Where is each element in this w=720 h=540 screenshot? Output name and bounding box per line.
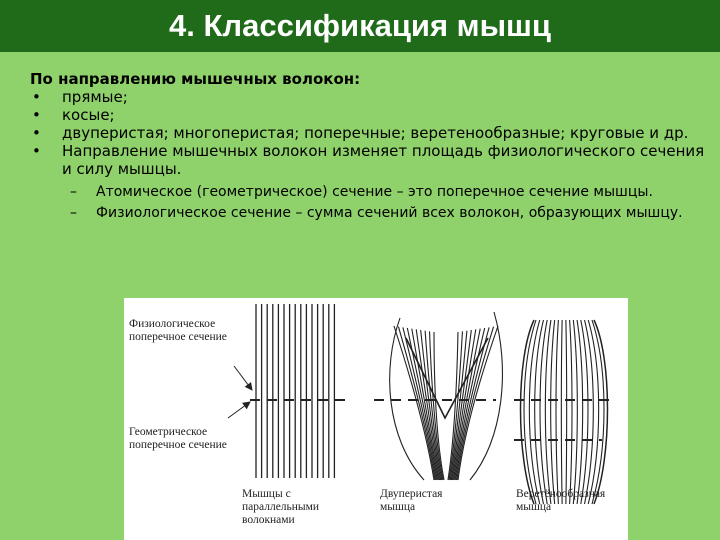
arrow-geom — [227, 401, 251, 419]
fusiform-fiber — [576, 319, 584, 505]
bipennate-fiber — [455, 327, 490, 481]
fusiform-fiber — [523, 319, 537, 505]
bullet-item: • Направление мышечных волокон изменяет … — [32, 142, 705, 178]
bullet-dot: • — [32, 106, 41, 124]
fusiform-fiber — [544, 319, 552, 505]
bipennate-fiber — [402, 327, 437, 481]
fusiform-outline — [519, 319, 535, 505]
caption-parallel: Мышцы с параллельными волокнами — [242, 488, 320, 526]
bipennate-fiber — [450, 329, 472, 481]
dash-marker: – — [70, 184, 77, 200]
label-physiological: Физиологическое поперечное сечение — [129, 318, 227, 343]
arrow-physio — [233, 365, 253, 391]
fusiform-fiber — [565, 319, 568, 505]
fusiform-fiber — [555, 319, 559, 505]
title-bar — [0, 0, 720, 52]
bullet-dot: • — [32, 88, 41, 106]
bipennate-fiber — [420, 329, 442, 481]
bipennate-fiber — [393, 325, 435, 481]
fusiform-fiber — [572, 319, 578, 505]
bipennate-fiber — [406, 327, 438, 481]
sub-item: –Физиологическое сечение – сумма сечений… — [70, 203, 710, 224]
fusiform-fiber — [560, 319, 563, 505]
caption-bipennate: Двуперистая мышца — [380, 488, 443, 513]
bipennate-fiber — [429, 331, 444, 481]
sub-list: –Атомическое (геометрическое) сечение – … — [70, 182, 710, 224]
bipennate-fiber — [451, 329, 477, 481]
bipennate-fiber — [433, 331, 445, 481]
fusiform-fiber — [580, 319, 589, 505]
sub-item: –Атомическое (геометрическое) сечение – … — [70, 182, 710, 203]
fusiform-muscle-drawing — [519, 319, 609, 505]
fusiform-fiber — [528, 319, 541, 505]
bipennate-fiber — [453, 328, 481, 481]
label-geometric: Геометрическое поперечное сечение — [129, 426, 227, 451]
fusiform-fiber — [591, 319, 605, 505]
bipennate-fiber — [457, 325, 499, 481]
fusiform-fiber — [569, 319, 573, 505]
bullet-list: •прямые; •косые; •двуперистая; многопери… — [30, 88, 710, 178]
bullet-dot: • — [32, 124, 41, 142]
fusiform-fiber — [550, 319, 556, 505]
fusiform-outline — [593, 319, 609, 505]
fusiform-fiber — [583, 319, 594, 505]
bipennate-outline — [469, 311, 504, 481]
slide-content: По направлению мышечных волокон: •прямые… — [30, 70, 710, 224]
bullet-dot: • — [32, 142, 41, 160]
bipennate-fiber — [448, 331, 463, 481]
bipennate-fiber — [447, 331, 459, 481]
bipennate-fiber — [424, 330, 443, 481]
heading: По направлению мышечных волокон: — [30, 70, 361, 88]
section-dashed-lines — [250, 399, 612, 441]
caption-fusiform: Веретёнообразная мышца — [516, 488, 606, 513]
parallel-muscle-drawing — [255, 304, 336, 478]
muscle-diagram: Физиологическое поперечное сечение Геоме… — [124, 298, 628, 540]
slide-title: 4. Классификация мышц — [169, 8, 551, 43]
bullet-item: •двуперистая; многоперистая; поперечные;… — [32, 124, 689, 142]
bipennate-fiber — [411, 328, 439, 481]
dash-marker: – — [70, 205, 77, 221]
bipennate-outline — [389, 317, 425, 481]
bipennate-fiber — [415, 329, 441, 481]
bipennate-fiber — [454, 327, 486, 481]
bipennate-fiber — [397, 326, 436, 481]
bipennate-fiber — [449, 330, 468, 481]
fusiform-fiber — [539, 319, 548, 505]
bipennate-muscle-drawing — [389, 311, 504, 481]
bipennate-fiber — [456, 326, 495, 481]
fusiform-fiber — [534, 319, 545, 505]
bullet-item: •косые; — [32, 106, 115, 124]
fusiform-fiber — [587, 319, 600, 505]
bullet-item: •прямые; — [32, 88, 128, 106]
muscle-diagram-svg — [227, 304, 612, 505]
